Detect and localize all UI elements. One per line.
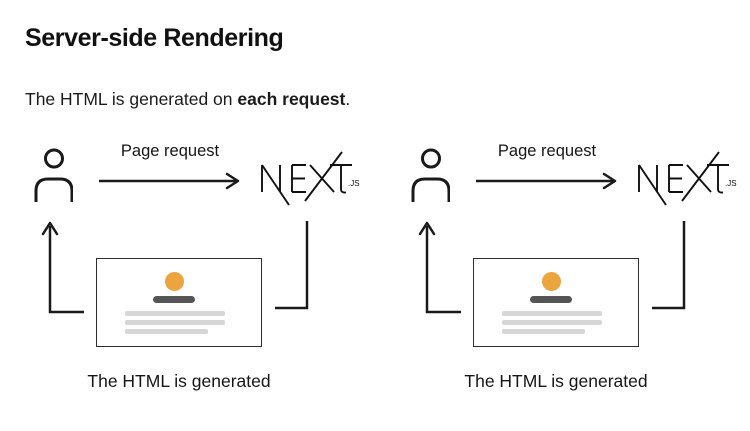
page-title: Server-side Rendering: [25, 24, 284, 52]
diagram-caption: The HTML is generated: [464, 371, 648, 391]
title-placeholder: [153, 296, 195, 303]
arrow-up-elbow-icon: [417, 219, 467, 315]
avatar-placeholder-icon: [165, 272, 184, 291]
html-page-card: [96, 258, 262, 347]
ssr-cycle-diagram-left: Page request .JS: [0, 0, 373, 431]
subtitle-period: .: [345, 89, 351, 109]
text-line-placeholder: [125, 320, 225, 325]
nextjs-logo-suffix: .JS: [725, 179, 737, 188]
text-line-placeholder: [125, 329, 208, 334]
person-icon: [410, 146, 450, 202]
subtitle-bold-text: each request: [237, 89, 346, 109]
diagram-caption: The HTML is generated: [87, 371, 271, 391]
nextjs-logo: .JS: [635, 149, 739, 207]
subtitle-text: The HTML is generated on: [25, 89, 238, 109]
elbow-connector-icon: [647, 219, 691, 311]
page-request-label: Page request: [497, 142, 597, 160]
nextjs-logo-suffix: .JS: [348, 179, 360, 188]
title-placeholder: [530, 296, 572, 303]
page-subtitle: The HTML is generated on each request.: [25, 89, 350, 110]
person-icon: [33, 146, 73, 202]
html-page-card: [473, 258, 639, 347]
text-line-placeholder: [125, 311, 225, 316]
text-line-placeholder: [502, 329, 585, 334]
arrow-right-icon: [475, 171, 619, 191]
page-request-label: Page request: [120, 142, 220, 160]
elbow-connector-icon: [270, 219, 314, 311]
text-line-placeholder: [502, 311, 602, 316]
avatar-placeholder-icon: [542, 272, 561, 291]
text-line-placeholder: [502, 320, 602, 325]
ssr-cycle-diagram-right: Page request .JS: [377, 0, 750, 431]
arrow-right-icon: [98, 171, 242, 191]
arrow-up-elbow-icon: [40, 219, 90, 315]
nextjs-logo: .JS: [258, 149, 362, 207]
